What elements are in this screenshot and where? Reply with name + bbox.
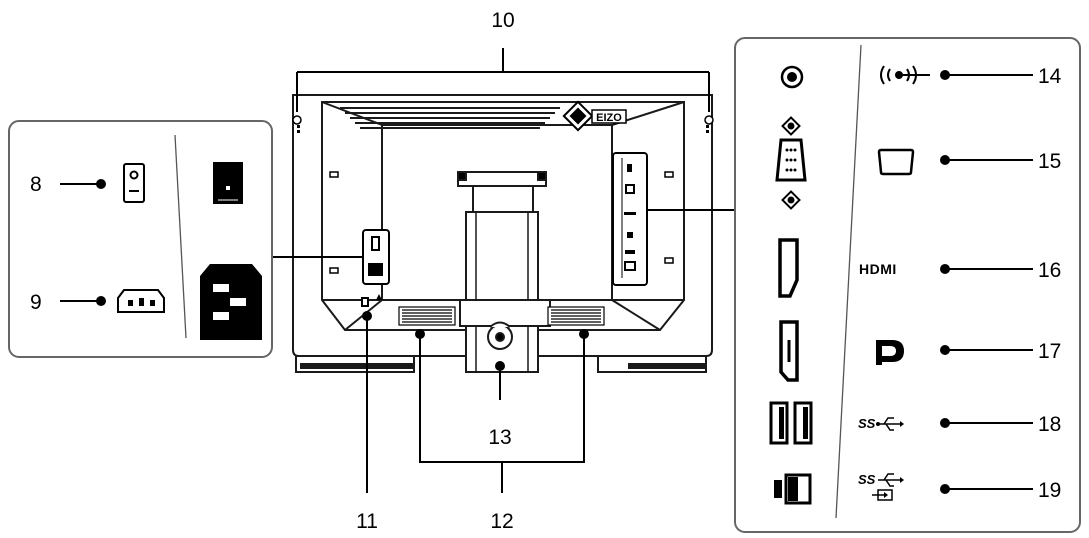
callout-14-dot (940, 70, 950, 80)
dsub-illustration (775, 116, 807, 210)
headphone-jack-icon (880, 65, 930, 85)
panel-divider (174, 134, 187, 339)
callout-14: 14 (1038, 65, 1062, 88)
top-vent-slots (340, 107, 560, 129)
svg-text:SS: SS (858, 472, 876, 487)
callout-9-dot (96, 296, 106, 306)
svg-text:EIZO: EIZO (596, 112, 622, 124)
callout-18-dot (940, 418, 950, 428)
port-panel-divider (835, 44, 862, 519)
callout-dots (362, 311, 589, 371)
callout-10: 10 (491, 9, 514, 32)
usb-downstream-illustration (769, 401, 813, 445)
callout-15: 15 (1038, 150, 1061, 173)
usb-upstream-illustration (774, 473, 812, 505)
audio-jack-illustration (780, 65, 804, 89)
power-switch-illustration (213, 162, 243, 204)
callout-11: 11 (356, 510, 378, 533)
dsub-icon (877, 148, 915, 176)
callout-19: 19 (1038, 479, 1061, 502)
brand-logo: EIZO (562, 100, 627, 132)
callout-8: 8 (30, 173, 42, 196)
hdmi-illustration (778, 238, 799, 298)
callout-13: 13 (488, 426, 511, 449)
ac-inlet-illustration (200, 264, 262, 340)
callout-9: 9 (30, 291, 42, 314)
rear-io-cluster (612, 152, 648, 286)
callout-17: 17 (1038, 340, 1061, 363)
power-switch-icon (123, 163, 145, 203)
svg-text:SS: SS (858, 416, 876, 431)
callout-16-dot (940, 264, 950, 274)
callout-8-dot (96, 179, 106, 189)
port-detail-panel: 14 15 HDMI 16 (734, 37, 1081, 533)
corner-marks (292, 115, 714, 133)
cover-detail-marks (329, 171, 674, 274)
callout-12: 12 (490, 510, 513, 533)
callout-lines (272, 48, 735, 493)
speaker-left (398, 306, 456, 326)
displayport-illustration (779, 320, 799, 382)
callout-19-dot (940, 484, 950, 494)
hdmi-icon: HDMI (859, 261, 897, 277)
callout-17-dot (940, 345, 950, 355)
callout-15-dot (940, 155, 950, 165)
ac-inlet-icon (117, 289, 165, 313)
speaker-right (547, 306, 605, 326)
usb-upstream-icon: SS (858, 472, 904, 501)
power-detail-panel: 8 9 (8, 120, 273, 358)
speaker-grilles (398, 306, 605, 326)
callout-16: 16 (1038, 259, 1061, 282)
port-panel-frame (734, 37, 1081, 533)
stand (457, 171, 551, 373)
displayport-icon (876, 340, 904, 365)
usb-downstream-icon: SS (858, 416, 904, 431)
callout-18: 18 (1038, 413, 1061, 436)
